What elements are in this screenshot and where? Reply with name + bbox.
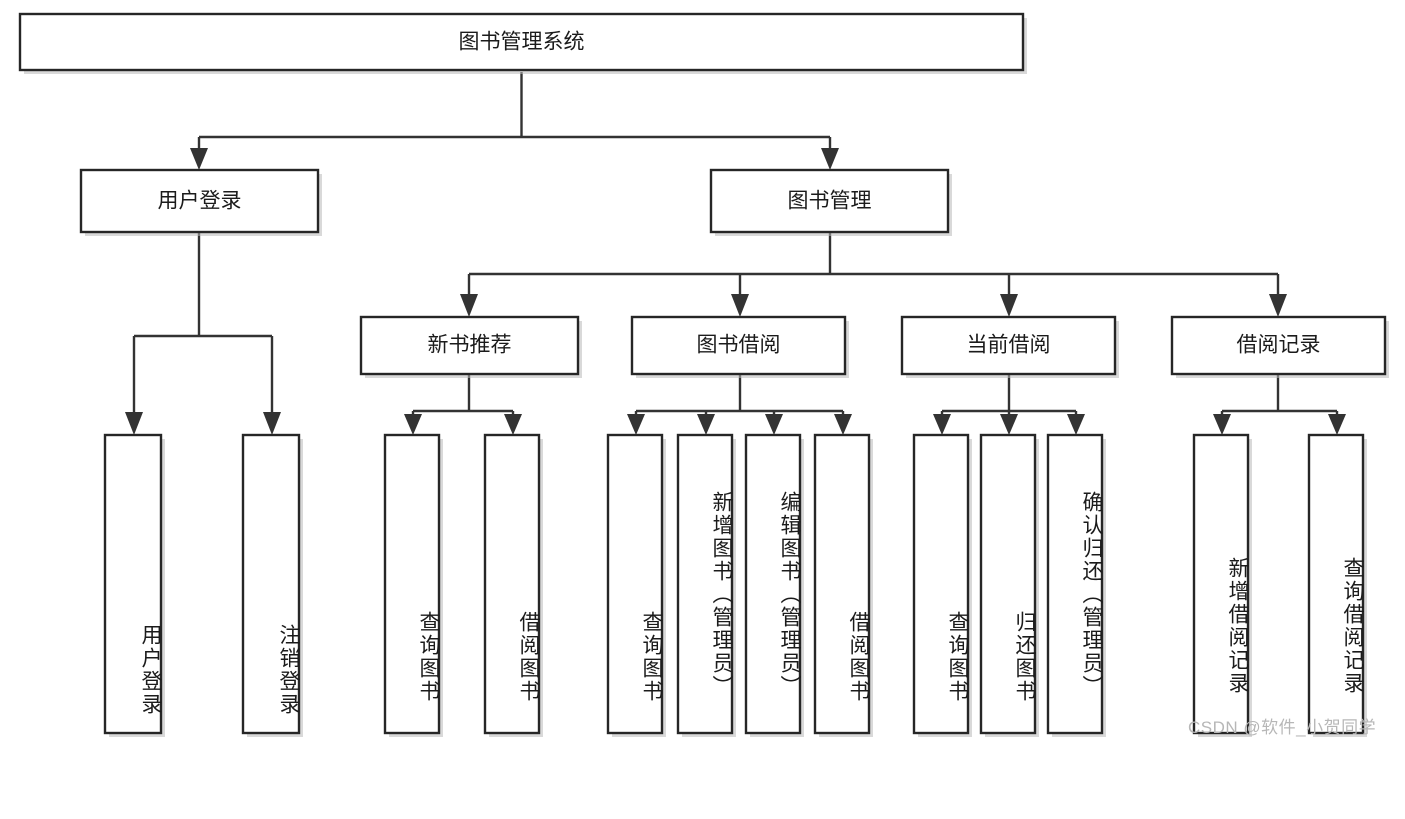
connector-group-user-login [125,232,281,435]
connector-group-book-borrow [627,374,852,435]
connector-group-new-book-rec [404,374,522,435]
leaf-query-book-1-box[interactable] [383,433,441,735]
connector-group-root [190,72,839,170]
flowchart-diagram: 图书管理系统 用户登录 图书管理 新书推荐 图书借阅 当前借阅 借阅记录 [18,12,1389,737]
leaf-return-book-box[interactable] [979,433,1037,735]
book-borrow-label: 图书借阅 [697,334,781,357]
new-book-rec-box[interactable] [359,315,580,376]
leaf-borrow-book-1-box[interactable] [483,433,541,735]
current-borrow-label: 当前借阅 [967,334,1051,357]
user-login-box[interactable] [79,168,320,234]
leaf-query-record-box[interactable] [1307,433,1365,735]
arrow-leaf-edit-book [765,414,783,435]
borrow-record-label: 借阅记录 [1237,334,1321,357]
leaf-edit-book-box[interactable] [744,433,802,735]
arrow-leaf-query-book-1 [404,414,422,435]
user-login-label: 用户登录 [158,190,242,213]
leaf-user-login-box[interactable] [103,433,163,735]
new-book-rec-label: 新书推荐 [428,334,512,357]
arrow-to-user-login [190,148,208,170]
root-box[interactable] [18,12,1025,72]
arrow-leaf-confirm-return [1067,414,1085,435]
diagram-canvas: 图书管理系统 用户登录 图书管理 新书推荐 图书借阅 当前借阅 借阅记录 [18,12,1389,737]
leaf-borrow-book-2-box[interactable] [813,433,871,735]
arrow-to-borrow-record [1269,294,1287,317]
connector-group-current-borrow [933,374,1085,435]
connector-group-borrow-record [1213,374,1346,435]
arrow-to-book-borrow [731,294,749,317]
arrow-leaf-borrow-book-2 [834,414,852,435]
arrow-leaf-return-book [1000,414,1018,435]
connector-group-book-manage [460,232,1287,317]
arrow-leaf-query-book-2 [627,414,645,435]
arrow-to-current-borrow [1000,294,1018,317]
arrow-leaf-add-record [1213,414,1231,435]
arrow-leaf-borrow-book-1 [504,414,522,435]
borrow-record-box[interactable] [1170,315,1387,376]
leaf-logout-box[interactable] [241,433,301,735]
arrow-to-new-book-rec [460,294,478,317]
csdn-watermark: CSDN @软件_小贺同学 [1188,718,1377,737]
book-manage-label: 图书管理 [788,190,872,213]
arrow-to-book-manage [821,148,839,170]
arrow-leaf-query-book-3 [933,414,951,435]
arrow-leaf-query-record [1328,414,1346,435]
leaf-query-book-3-box[interactable] [912,433,970,735]
leaf-add-record-box[interactable] [1192,433,1250,735]
leaf-confirm-return-box[interactable] [1046,433,1104,735]
root-label: 图书管理系统 [459,31,585,54]
current-borrow-box[interactable] [900,315,1117,376]
leaf-add-book-box[interactable] [676,433,734,735]
book-manage-box[interactable] [709,168,950,234]
arrow-leaf-logout [263,412,281,435]
arrow-leaf-add-book [697,414,715,435]
book-borrow-box[interactable] [630,315,847,376]
leaf-query-book-2-box[interactable] [606,433,664,735]
arrow-leaf-user-login [125,412,143,435]
